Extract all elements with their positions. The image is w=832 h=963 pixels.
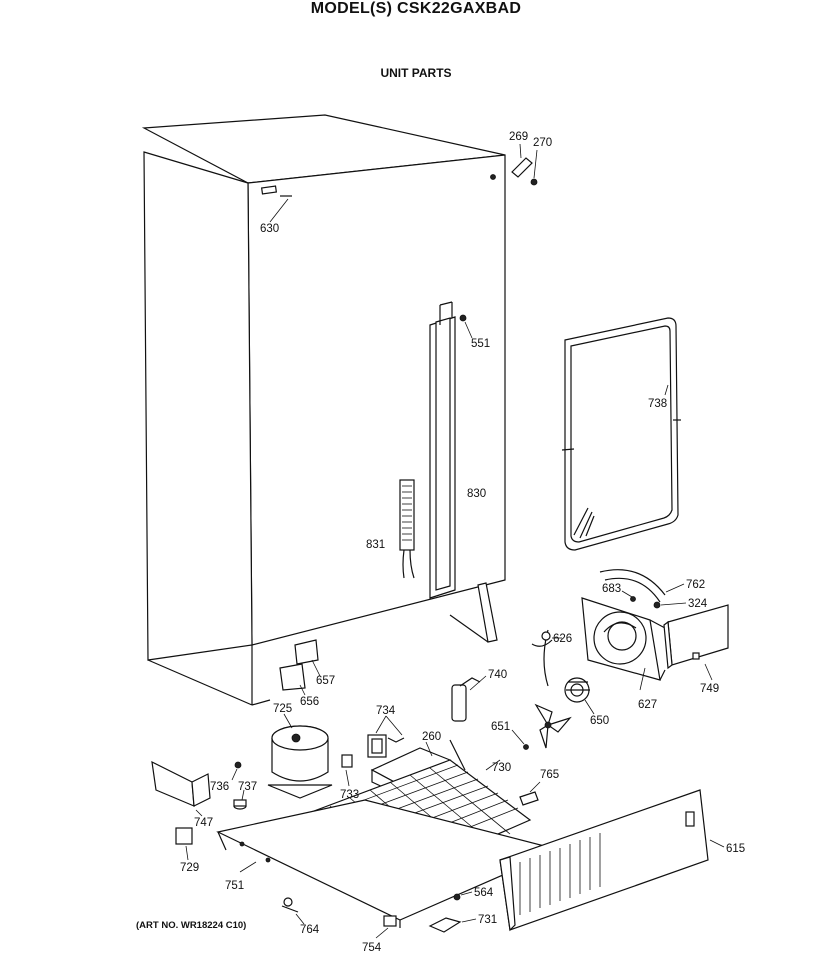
callout-734: 734 [376, 705, 396, 717]
capacitor-729 [175, 827, 193, 861]
callout-650: 650 [590, 715, 609, 727]
label-bracket [260, 185, 292, 223]
art-number: (ART NO. WR18224 C10) [136, 920, 246, 931]
callout-733: 733 [340, 789, 359, 801]
callout-764: 764 [300, 924, 320, 936]
callout-749: 749 [700, 683, 719, 695]
callout-615: 615 [726, 843, 745, 855]
screw-551 [459, 314, 473, 339]
fan-shroud [581, 597, 666, 691]
callout-747: 747 [194, 817, 213, 829]
callout-740: 740 [488, 669, 507, 681]
terminal-strip [399, 479, 415, 579]
relay-657 [294, 639, 321, 677]
part-733 [341, 754, 353, 787]
part-765 [519, 781, 541, 806]
callout-269: 269 [509, 131, 528, 143]
clip-754 [375, 915, 397, 939]
callout-627: 627 [638, 699, 657, 711]
relay-656 [279, 663, 306, 696]
hinge-part [511, 143, 538, 186]
defrost-thermostat [451, 675, 487, 722]
drain-trough [449, 582, 498, 643]
callout-labels: 269 270 630 551 738 830 831 683 762 324 … [136, 131, 745, 954]
rear-grille [499, 789, 725, 932]
callout-754: 754 [362, 942, 382, 954]
callout-651: 651 [491, 721, 510, 733]
roller-764 [281, 897, 305, 925]
cover-plate [663, 604, 729, 681]
callout-765: 765 [540, 769, 559, 781]
callout-738: 738 [648, 398, 667, 410]
gasket-frame [561, 317, 681, 551]
callout-731: 731 [478, 914, 497, 926]
leveler-731 [428, 917, 477, 933]
callout-729: 729 [180, 862, 199, 874]
callout-657: 657 [316, 675, 335, 687]
screw-736 [231, 761, 242, 781]
screw-564 [453, 891, 473, 901]
fan-blade [511, 703, 572, 750]
callout-751: 751 [225, 880, 244, 892]
callout-564: 564 [474, 887, 494, 899]
callout-762: 762 [686, 579, 705, 591]
divider-channel [429, 301, 456, 599]
grommet-737 [233, 789, 247, 810]
callout-551: 551 [471, 338, 490, 350]
callout-683: 683 [602, 583, 621, 595]
callout-725: 725 [273, 703, 292, 715]
callout-270: 270 [533, 137, 552, 149]
callout-260: 260 [422, 731, 441, 743]
compressor [267, 713, 333, 799]
callout-656: 656 [300, 696, 319, 708]
callout-830: 830 [467, 488, 486, 500]
model-title: MODEL(S) CSK22GAXBAD [310, 0, 522, 17]
callout-736: 736 [210, 781, 229, 793]
callout-730: 730 [492, 762, 511, 774]
clip-734 [367, 715, 405, 758]
callout-737: 737 [238, 781, 257, 793]
drain-tube [599, 569, 687, 609]
bracket-747 [151, 760, 211, 817]
fan-motor [564, 677, 595, 715]
fan-harness [531, 629, 562, 687]
callout-324: 324 [688, 598, 708, 610]
callout-626: 626 [553, 633, 572, 645]
callout-630: 630 [260, 223, 279, 235]
callout-831: 831 [366, 539, 385, 551]
section-title: UNIT PARTS [380, 66, 452, 80]
